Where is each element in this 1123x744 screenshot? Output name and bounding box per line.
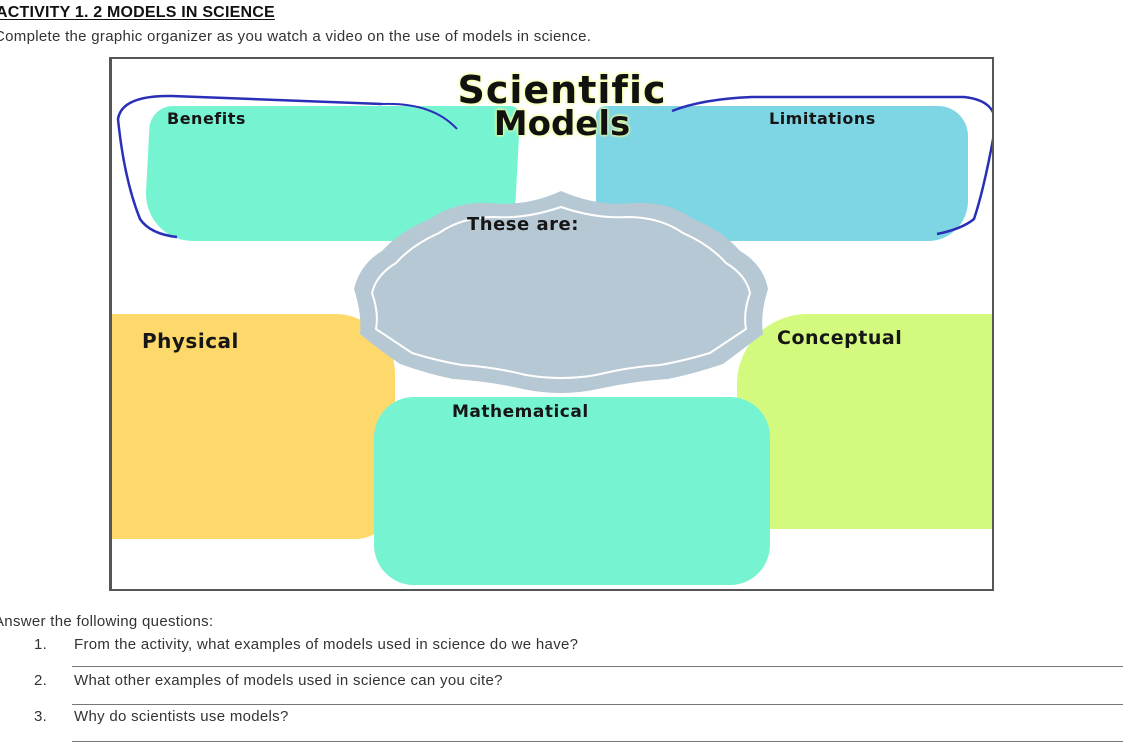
questions-heading: Answer the following questions: [0, 613, 214, 630]
organizer-title-line1: Scientific [457, 68, 667, 112]
instruction-text: Complete the graphic organizer as you wa… [0, 28, 592, 45]
center-label: These are: [467, 214, 579, 235]
answer-line-1[interactable] [72, 666, 1123, 667]
limitations-label: Limitations [769, 109, 876, 128]
organizer-title-line2: Models [493, 104, 631, 144]
mathematical-box[interactable] [374, 397, 770, 585]
bracket-outline [116, 94, 992, 239]
organizer-title: Scientific Models [362, 68, 762, 144]
mathematical-label: Mathematical [452, 402, 589, 422]
conceptual-box[interactable] [737, 314, 992, 529]
question-text: What other examples of models used in sc… [74, 672, 503, 689]
conceptual-label: Conceptual [777, 327, 903, 349]
question-text: From the activity, what examples of mode… [74, 636, 579, 653]
question-2: 2. What other examples of models used in … [34, 672, 503, 689]
physical-box[interactable] [112, 314, 395, 539]
physical-label: Physical [142, 329, 239, 353]
activity-title: ACTIVITY 1. 2 MODELS IN SCIENCE [0, 4, 275, 21]
answer-line-2[interactable] [72, 704, 1123, 705]
question-number: 3. [34, 708, 48, 725]
question-text: Why do scientists use models? [74, 708, 289, 725]
graphic-organizer: Benefits Limitations Physical Conceptual… [109, 57, 994, 591]
question-number: 2. [34, 672, 48, 689]
question-3: 3. Why do scientists use models? [34, 708, 289, 725]
benefits-label: Benefits [167, 109, 246, 128]
question-number: 1. [34, 636, 48, 653]
question-1: 1. From the activity, what examples of mo… [34, 636, 578, 653]
answer-line-3[interactable] [72, 741, 1123, 742]
center-scalloped-shape[interactable] [348, 189, 774, 394]
